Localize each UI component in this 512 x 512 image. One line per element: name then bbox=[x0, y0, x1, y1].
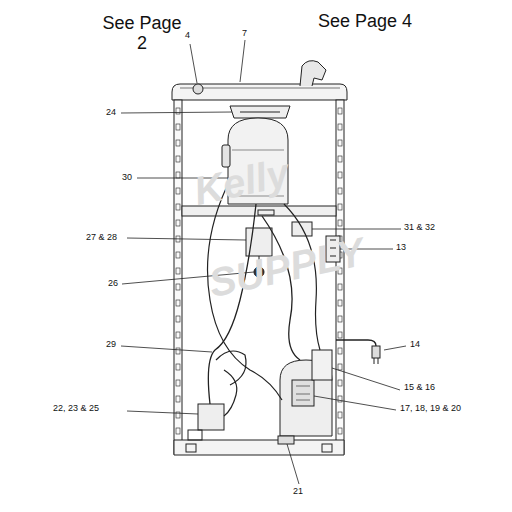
callout-number: 21 bbox=[293, 487, 303, 497]
callout-number: 27 & 28 bbox=[86, 233, 117, 243]
callout-number: 30 bbox=[122, 173, 132, 183]
callout-number: 13 bbox=[396, 243, 406, 253]
page-reference: See Page 4 bbox=[318, 12, 412, 32]
callout-number: 31 & 32 bbox=[404, 223, 435, 233]
callout-number: 17, 18, 19 & 20 bbox=[400, 404, 461, 414]
callout-number: 15 & 16 bbox=[404, 383, 435, 393]
callout-number: 4 bbox=[185, 31, 190, 41]
page-reference: See Page 2 bbox=[102, 14, 182, 54]
callout-number: 29 bbox=[106, 340, 116, 350]
callout-number: 22, 23 & 25 bbox=[53, 404, 99, 414]
callout-number: 7 bbox=[242, 29, 247, 39]
callout-number: 14 bbox=[410, 340, 420, 350]
callout-number: 26 bbox=[108, 279, 118, 289]
callout-number: 24 bbox=[106, 108, 116, 118]
